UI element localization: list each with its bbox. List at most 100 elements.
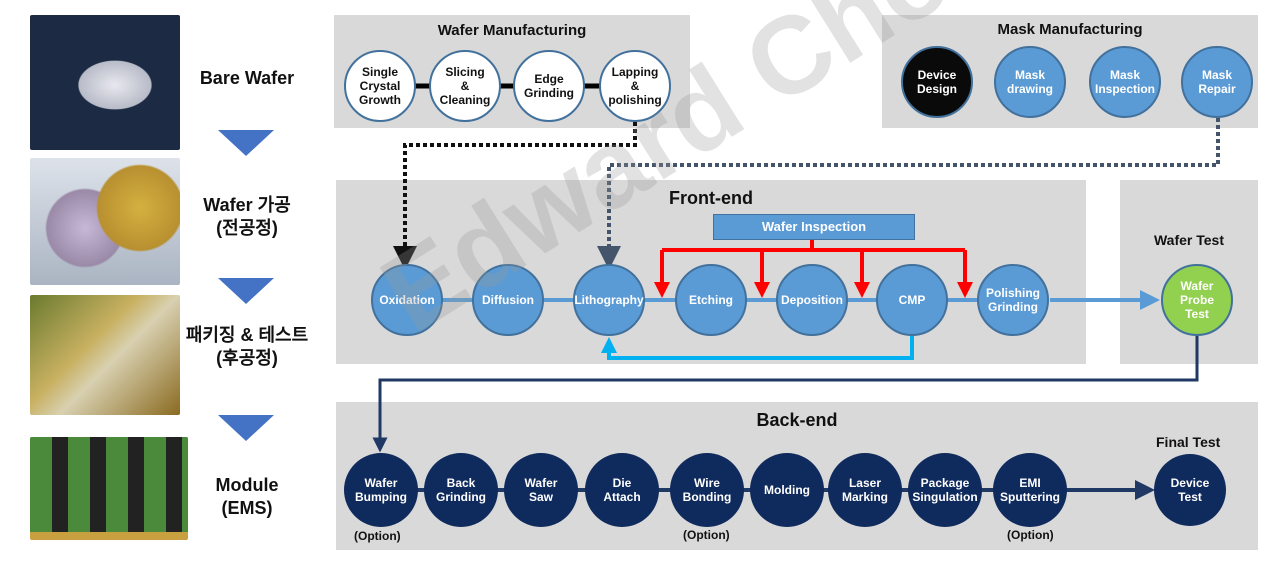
dotted-mask-to-lithography [597,118,1220,270]
step-label: Package [920,476,970,490]
front-end-step: Oxidation [371,264,443,336]
step-label: Test [1178,490,1202,504]
step-label: & [630,79,640,93]
step-label: Crystal [359,79,401,93]
step-label: Grinding [524,86,574,100]
stage-label-front-end: Wafer 가공(전공정) [203,195,291,238]
step-label: Repair [1198,82,1236,96]
step-label: & [460,79,470,93]
step-label: CMP [898,293,926,307]
step-label: Lithography [574,293,644,307]
panel-title: Wafer Test [1153,232,1224,248]
processed-wafers-image [30,158,180,285]
step-label: Inspection [1094,82,1155,96]
step-label: Mask [1109,68,1140,82]
step-label: Wire [694,476,720,490]
step-label: Design [916,82,957,96]
wafer-mfg-step: Slicing&Cleaning [429,50,501,122]
step-label: Laser [848,476,881,490]
step-label: Sputtering [1000,490,1060,504]
stage-label-module: Module(EMS) [215,475,279,518]
final-test-title: Final Test [1156,434,1221,450]
step-label: Wafer [1180,279,1214,293]
panel-title: Mask Manufacturing [997,21,1143,38]
step-label: Bonding [682,490,732,504]
step-label: drawing [1006,82,1053,96]
bare-wafer-image [30,15,180,150]
stage-label-back-end: 패키징 & 테스트(후공정) [185,325,309,368]
front-end-step: Diffusion [472,264,544,336]
step-label: Back [446,476,476,490]
stage-arrow-icon [218,415,274,441]
step-label: Diffusion [482,293,534,307]
memory-module-image [30,437,188,540]
step-label: Attach [603,490,641,504]
wafer-inspection-bar: Wafer Inspection [713,214,915,240]
panel-title: Front-end [669,188,753,208]
step-label: EMI [1019,476,1041,490]
step-label: Grinding [988,300,1038,314]
stage-arrow-icon [218,278,274,304]
step-label: polishing [608,93,662,107]
step-label: Singulation [912,490,978,504]
back-end-step: Molding [750,453,824,527]
stage-arrow-icon [218,130,274,156]
step-label: Wafer [524,476,558,490]
step-label: Oxidation [379,293,435,307]
step-label: Probe [1179,293,1214,307]
step-label: Die [612,476,632,490]
step-label: Device [917,68,957,82]
front-end-step: Deposition [776,264,848,336]
package-chip-image [30,295,180,415]
step-label: Single [361,65,398,79]
step-label: Growth [359,93,401,107]
cmp-loop-arrow [601,336,914,360]
step-label: Slicing [445,65,485,79]
step-label: Mask [1014,68,1045,82]
step-label: Molding [764,483,810,497]
step-label: Deposition [781,293,843,307]
step-label: Device [1170,476,1210,490]
panel-title: Back-end [756,410,838,430]
option-label: (Option) [683,528,730,542]
panel-title: Wafer Manufacturing [437,22,587,39]
step-label: Lapping [611,65,659,79]
step-label: Saw [528,490,553,504]
step-label: Cleaning [439,93,491,107]
step-label: Grinding [436,490,486,504]
stage-label-bare-wafer: Bare Wafer [199,68,295,88]
step-label: Mask [1201,68,1232,82]
step-label: Edge [534,72,564,86]
step-label: Polishing [986,286,1040,300]
step-label: Bumping [355,490,407,504]
step-label: Test [1185,307,1209,321]
wafer-mfg-step: Lapping&polishing [599,50,671,122]
front-end-step: Lithography [573,264,645,336]
option-label: (Option) [1007,528,1054,542]
dotted-wafer-to-oxidation [393,122,637,270]
to-back-end-arrow [372,336,1199,453]
step-label: Marking [841,490,888,504]
front-end-step: Etching [675,264,747,336]
step-label: Etching [689,293,733,307]
option-label: (Option) [354,529,401,543]
front-end-step: CMP [876,264,948,336]
step-label: Wafer [364,476,398,490]
